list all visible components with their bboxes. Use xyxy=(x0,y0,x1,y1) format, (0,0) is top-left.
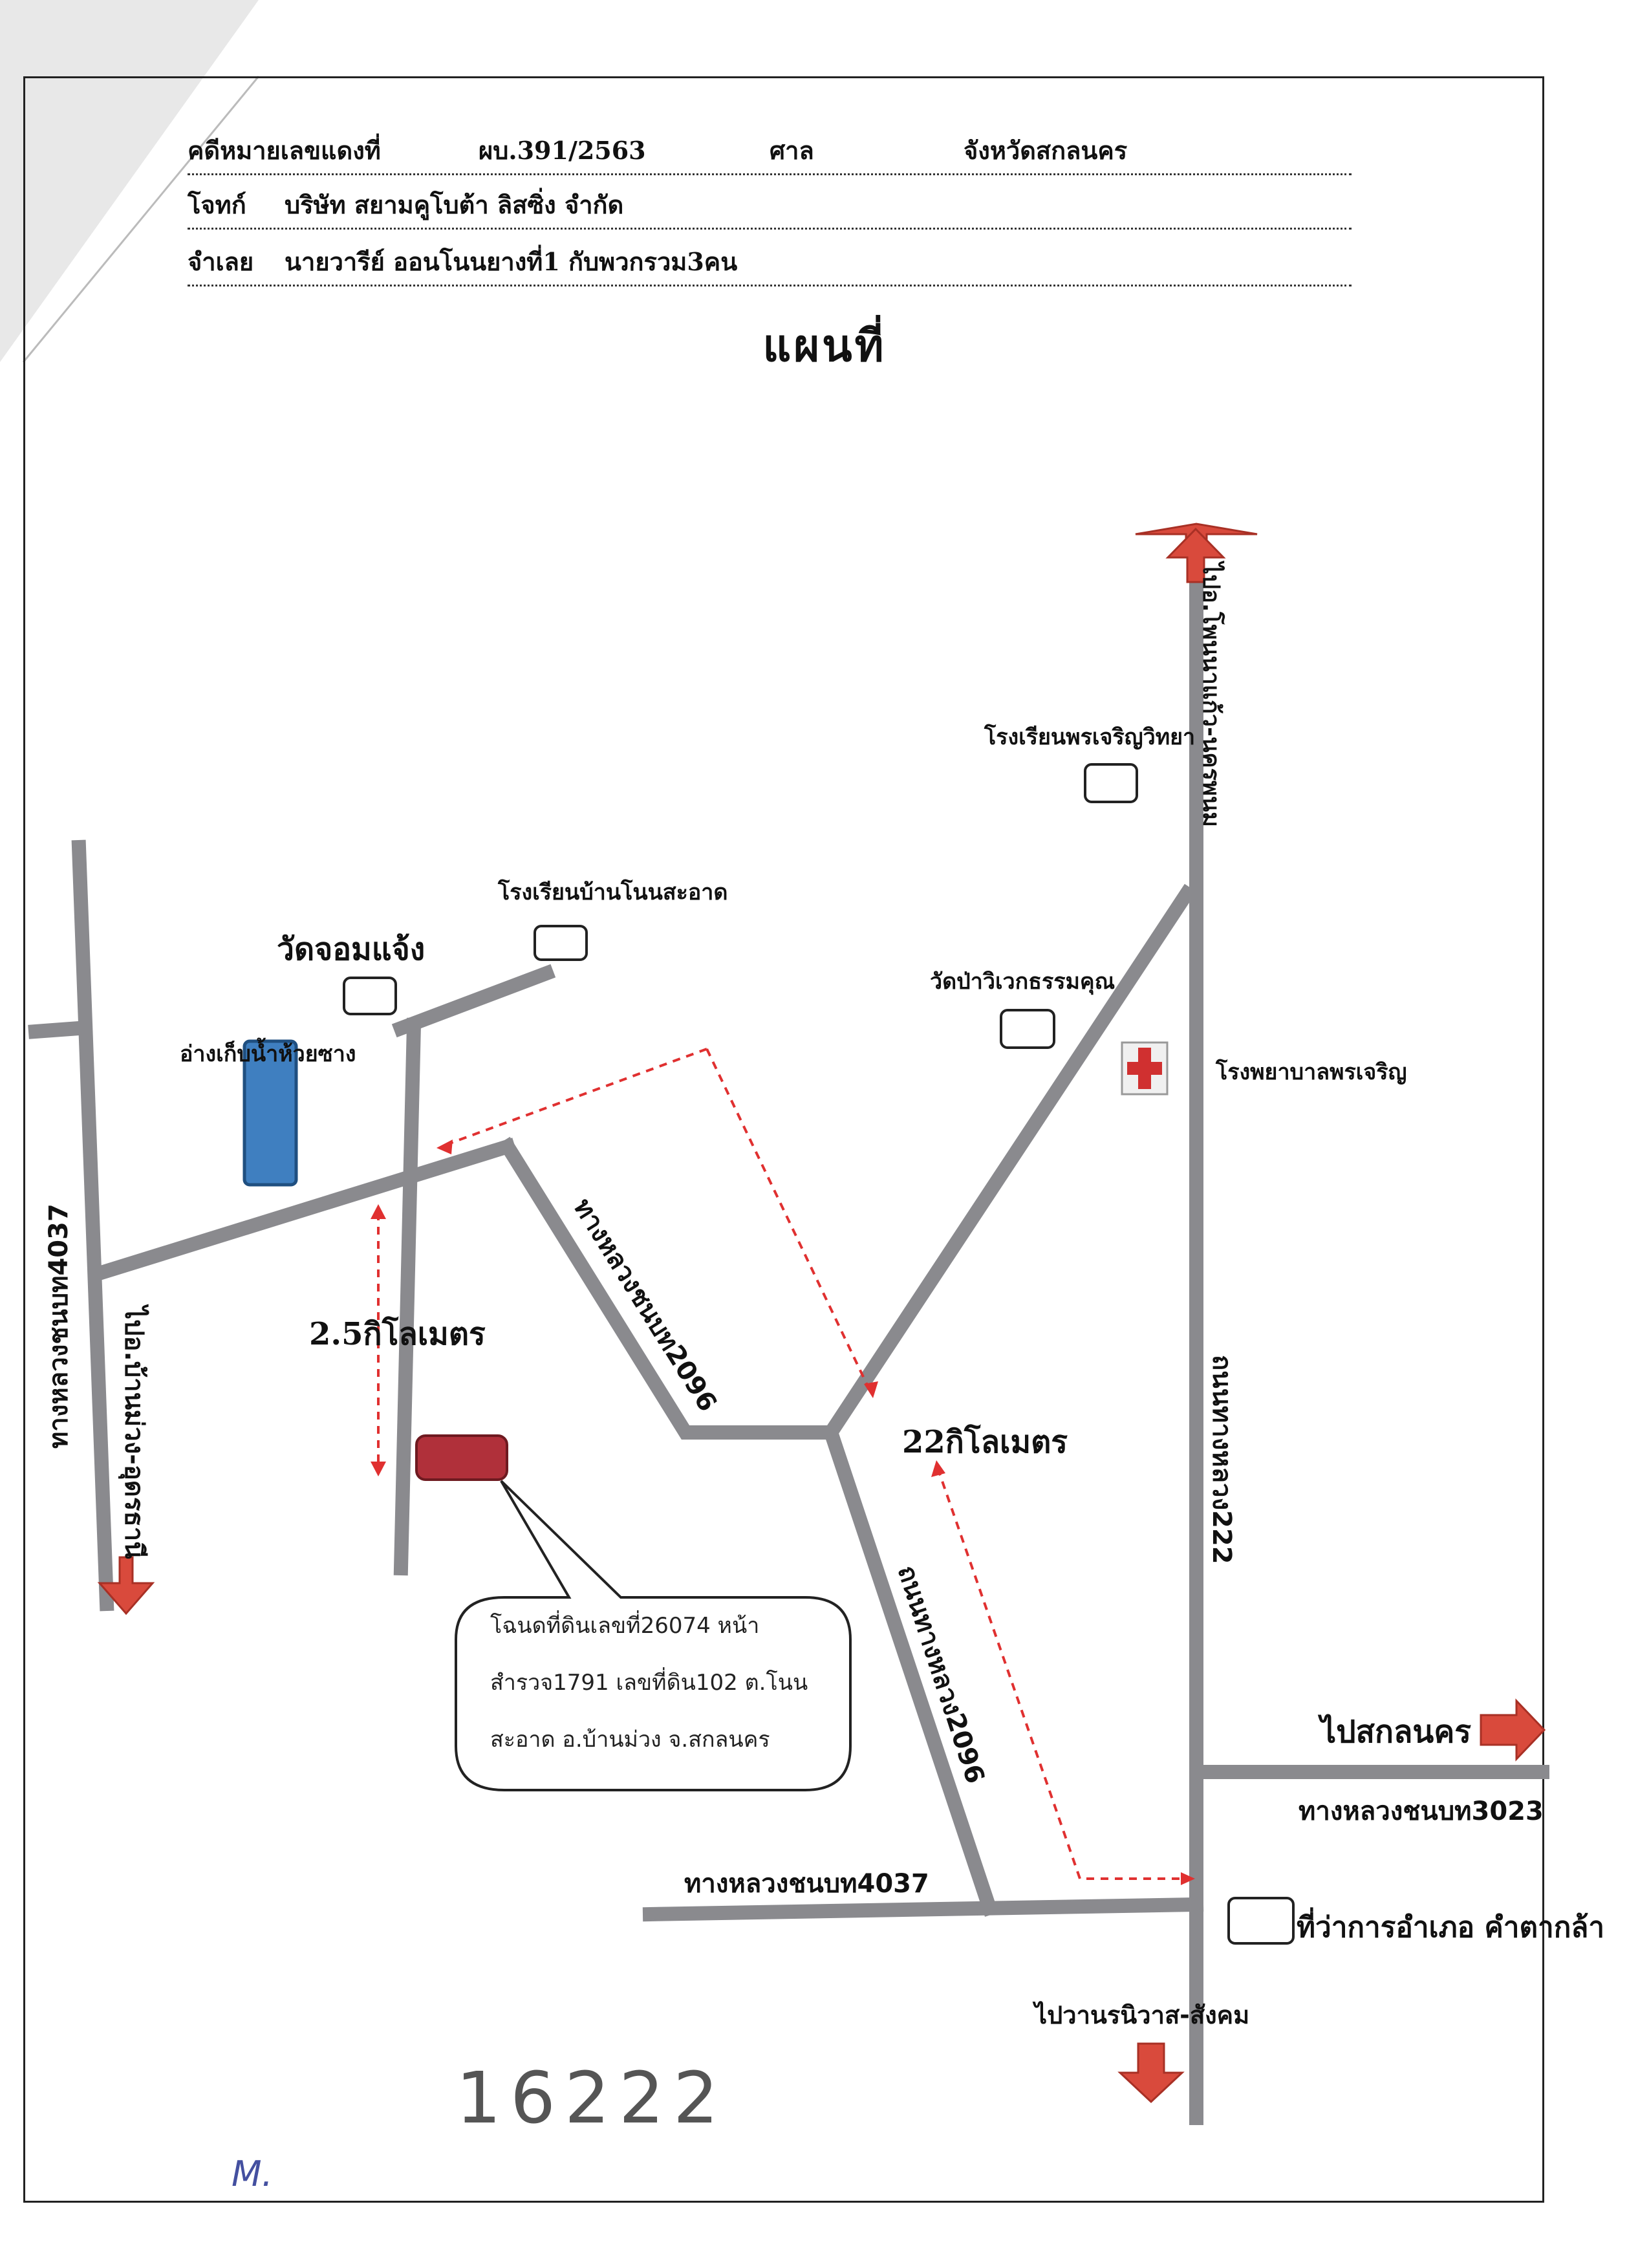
road-main-west xyxy=(88,1138,517,1283)
roads xyxy=(28,565,1549,2125)
handwritten-number: 16222 xyxy=(456,2057,727,2139)
callout-line-3: สะอาด อ.บ้านม่วง จ.สกลนคร xyxy=(490,1727,770,1753)
road-left-vertical xyxy=(71,839,114,1612)
defendant-name: นายวารีย์ ออนโนนยางที่1 กับพวกรวม3คน xyxy=(285,247,738,276)
arrow-south-wanon-icon xyxy=(1117,2042,1185,2104)
handwritten-mark: M. xyxy=(232,2154,273,2194)
folded-page-corner xyxy=(0,0,285,401)
dotted-arrowheads xyxy=(371,1139,1195,1885)
road-ban-non-sa-at-branch xyxy=(391,964,556,1038)
dotted-to-parcel xyxy=(446,1048,707,1146)
label-reservoir: อ่างเก็บน้ำห้วยซาง xyxy=(180,1041,356,1067)
case-number-row: คดีหมายเลขแดงที่ ผบ.391/2563 ศาล จังหวัด… xyxy=(188,127,1352,175)
case-number: ผบ.391/2563 xyxy=(479,136,646,165)
callout-line-2: สำรวจ1791 เลขที่ดิน102 ต.โนน xyxy=(490,1670,808,1696)
wat-pa-wiwek-icon xyxy=(1000,1009,1055,1049)
dotted-22km-lower xyxy=(936,1467,1187,1880)
plaintiff-label: โจทก์ xyxy=(188,190,246,219)
label-road-3023: ทางหลวงชนบท3023 xyxy=(1299,1797,1544,1826)
label-school-phon-charoen: โรงเรียนพรเจริญวิทยา xyxy=(984,724,1196,750)
road-diagonal-north xyxy=(821,883,1197,1443)
plaintiff-name: บริษัท สยามคูโบต้า ลิสซิ่ง จำกัด xyxy=(285,190,624,219)
plaintiff-row: โจทก์ บริษัท สยามคูโบต้า ลิสซิ่ง จำกัด xyxy=(188,181,1352,230)
label-road-4037-bottom: ทางหลวงชนบท4037 xyxy=(684,1869,929,1899)
court-label: ศาล xyxy=(770,136,814,165)
landmark-boxes xyxy=(343,763,1295,1945)
document-frame xyxy=(23,76,1544,2203)
label-hospital: โรงพยาบาลพรเจริญ xyxy=(1216,1059,1407,1085)
label-to-sakon-nakhon: ไปสกลนคร xyxy=(1320,1714,1472,1750)
reservoir-icon xyxy=(242,1039,298,1187)
label-highway-222: ถนนทางหลวง222 xyxy=(1207,1355,1236,1564)
defendant-label: จำเลย xyxy=(188,247,254,276)
label-distance-2.5km: 2.5กิโลเมตร xyxy=(309,1316,486,1352)
label-school-ban-non-sa-at: โรงเรียนบ้านโนนสะอาด xyxy=(498,880,728,905)
callout-line-1: โฉนดที่ดินเลขที่26074 หน้า xyxy=(490,1613,760,1639)
label-district-office: ที่ว่าการอำเภอ คำตากล้า xyxy=(1297,1911,1605,1944)
road-4037-bottom xyxy=(642,1897,1204,1922)
label-wat-pa-wiwek: วัดป่าวิเวกธรรมคุณ xyxy=(930,969,1116,995)
label-to-phon-nakhon: ไปอ.โพนนาแก้ว-นครพนม xyxy=(1198,563,1224,828)
road-left-stub xyxy=(28,1021,87,1039)
label-road-4037-left: ทางหลวงชนบท4037 xyxy=(44,1204,74,1449)
label-to-wanon-niwat: ไปวานรนิวาส-สังคม xyxy=(1035,2001,1250,2029)
road-2096-lower xyxy=(822,1423,998,1917)
court-name: จังหวัดสกลนคร xyxy=(964,136,1128,165)
road-ban-non-sa-at xyxy=(393,1017,422,1576)
road-2096-upper xyxy=(497,1136,838,1440)
label-distance-22km: 22กิโลเมตร xyxy=(902,1424,1068,1460)
district-office-icon xyxy=(1227,1897,1295,1945)
dotted-22km-upper xyxy=(706,1048,871,1391)
school-phon-charoen-icon xyxy=(1084,763,1138,803)
hospital-cross-icon xyxy=(1121,1041,1169,1096)
defendant-row: จำเลย นายวารีย์ ออนโนนยางที่1 กับพวกรวม3… xyxy=(188,238,1352,286)
case-label: คดีหมายเลขแดงที่ xyxy=(188,136,381,165)
callout-bubble xyxy=(455,1480,852,1791)
label-to-ban-muang: ไปอ.บ้านม่วง-อุดรธานี xyxy=(119,1306,149,1559)
school-ban-non-sa-at-icon xyxy=(534,925,588,961)
map-title: แผนที่ xyxy=(762,320,887,372)
label-wat-chom-chaeng: วัดจอมแจ้ง xyxy=(277,931,426,967)
land-parcel-icon xyxy=(415,1434,508,1481)
wat-chom-chaeng-icon xyxy=(343,977,397,1015)
arrow-east-sakon-icon xyxy=(1480,1698,1546,1762)
land-deed-callout: โฉนดที่ดินเลขที่26074 หน้า สำรวจ1791 เลข… xyxy=(490,1597,852,1768)
arrow-north-top-icon xyxy=(1165,527,1226,583)
distance-markers xyxy=(377,1048,1187,1880)
arrow-south-left-icon xyxy=(97,1556,155,1615)
